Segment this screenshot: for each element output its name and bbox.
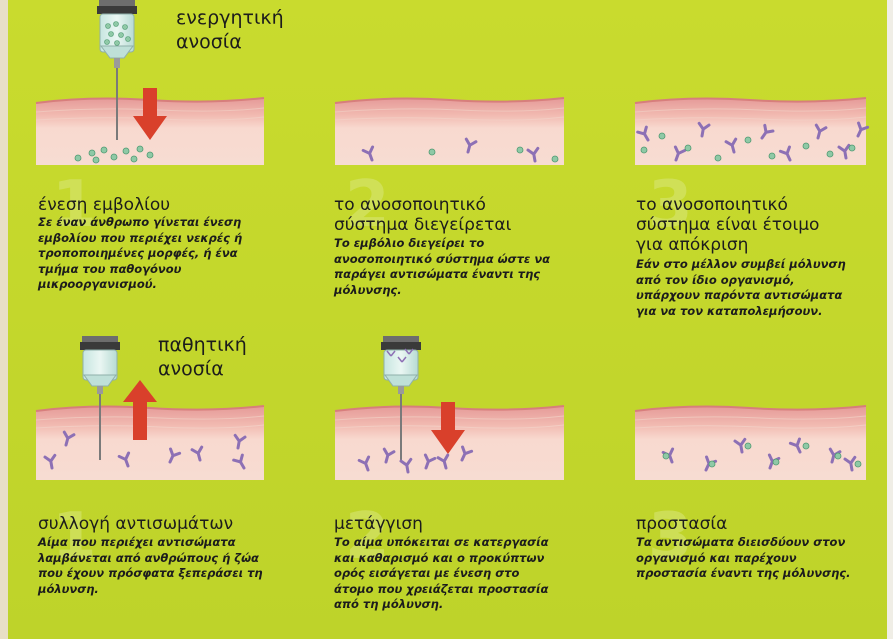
skin-panel-passive-3	[635, 406, 866, 480]
step-text-passive-2: Το αίμα υπόκειται σε κατεργασία και καθα…	[334, 535, 549, 613]
active-immunity-label-line2: ανοσία	[176, 32, 242, 52]
step-text-active-1: Σε έναν άνθρωπο γίνεται ένεση εμβολίου π…	[38, 215, 242, 293]
step-title-active-1: ένεση εμβολίου	[38, 196, 170, 214]
step-title-passive-1: συλλογή αντισωμάτων	[38, 515, 233, 533]
step-title-active-2-line2: σύστημα διεγείρεται	[334, 216, 511, 234]
skin-panel-passive-1	[36, 406, 264, 480]
step-text-passive-1: Αίμα που περιέχει αντισώματα λαμβάνεται …	[38, 535, 263, 597]
passive-immunity-label-line1: παθητική	[158, 335, 247, 355]
active-immunity-label-line1: ενεργητική	[176, 8, 284, 28]
step-title-active-3-line1: το ανοσοποιητικό	[636, 196, 788, 214]
step-text-passive-3: Τα αντισώματα διεισδύουν στον οργανισμό …	[636, 535, 850, 582]
step-title-passive-2: μετάγγιση	[334, 515, 423, 533]
step-text-active-3: Εάν στο μέλλον συμβεί μόλυνση από τον ίδ…	[636, 257, 846, 319]
passive-immunity-label-line2: ανοσία	[158, 359, 224, 379]
step-title-active-2-line1: το ανοσοποιητικό	[334, 196, 486, 214]
step-title-active-3-line2: σύστημα είναι έτοιμο	[636, 216, 819, 234]
step-title-passive-3: προστασία	[636, 515, 727, 533]
step-title-active-3-line3: για απόκριση	[636, 236, 748, 254]
step-text-active-2: Το εμβόλιο διεγείρει το ανοσοποιητικό σύ…	[334, 236, 550, 298]
